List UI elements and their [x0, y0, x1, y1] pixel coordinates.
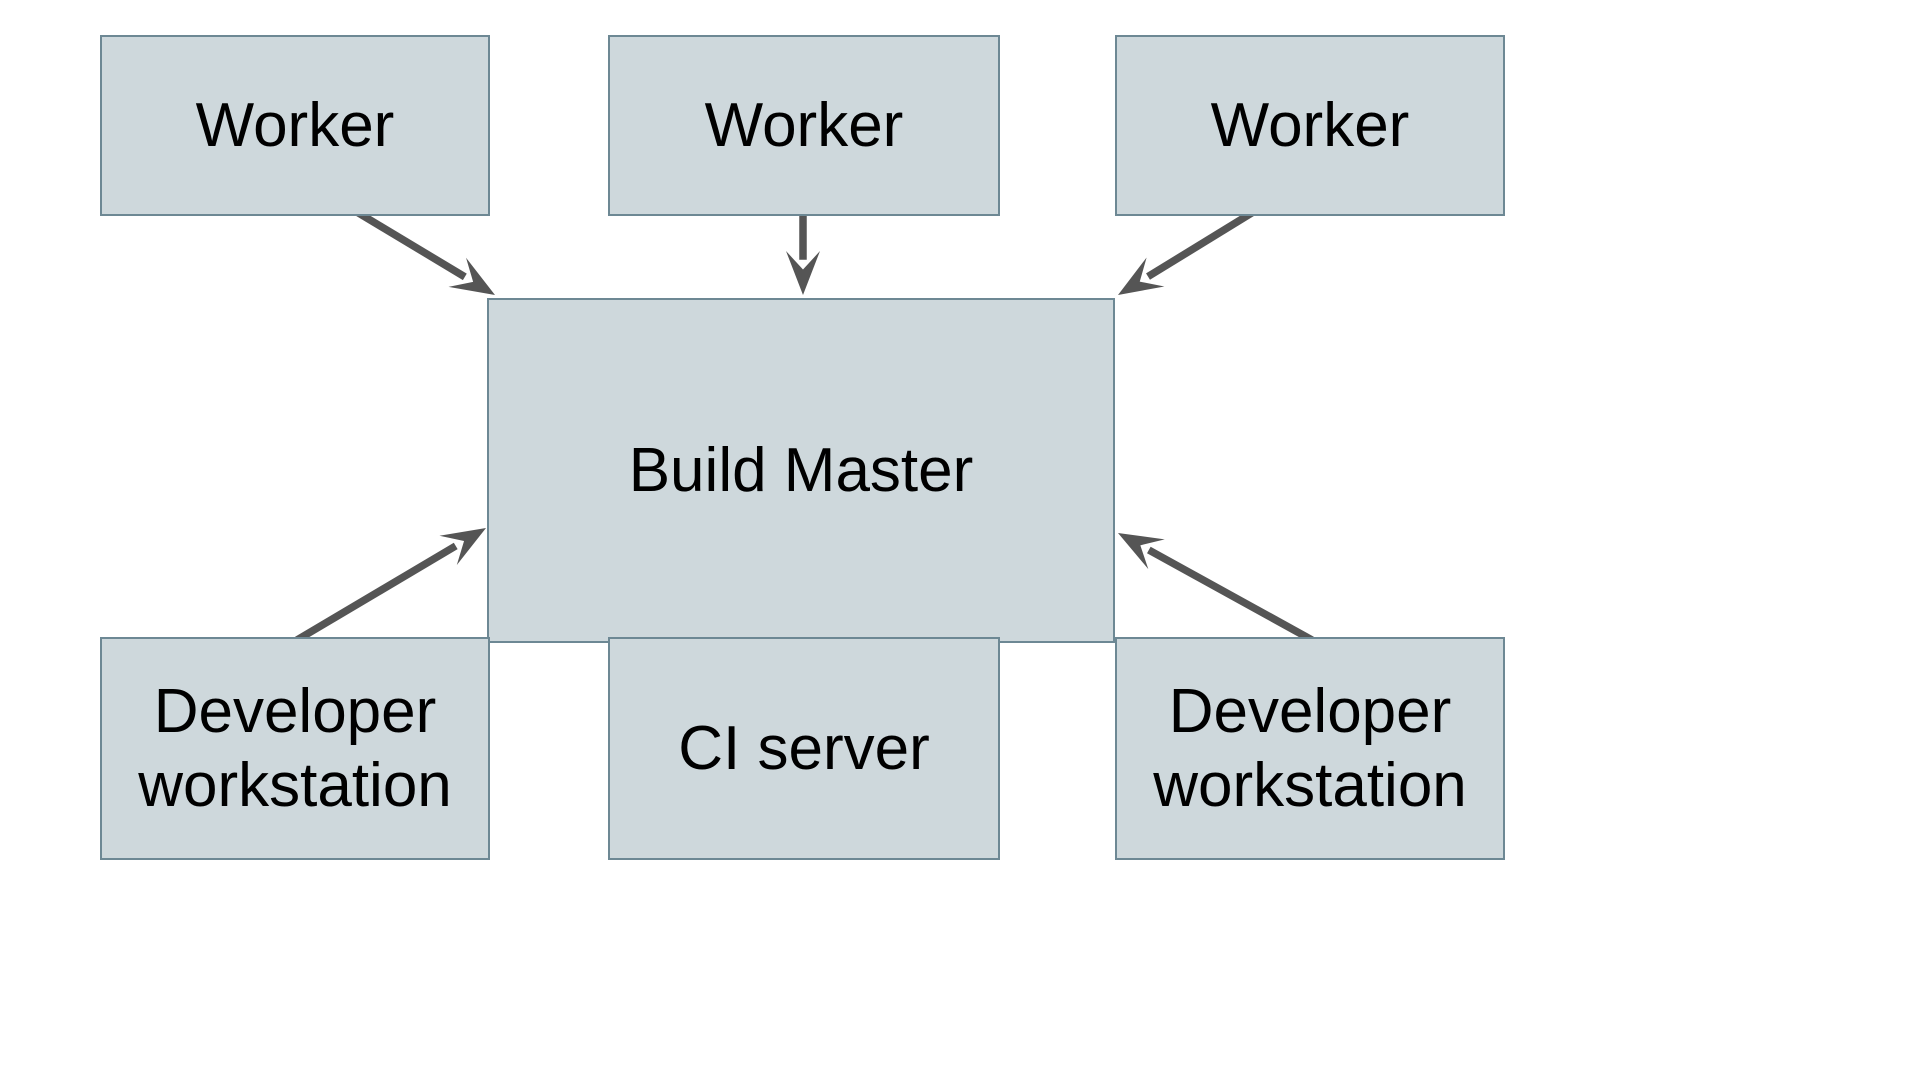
node-worker-2[interactable]: Worker — [608, 35, 1000, 216]
node-dev-ws-right[interactable]: Developer workstation — [1115, 637, 1505, 860]
node-worker-1[interactable]: Worker — [100, 35, 490, 216]
node-label-worker-2: Worker — [704, 90, 904, 160]
edge-arrowhead — [448, 257, 495, 295]
edge-devright-to-master — [1118, 533, 1314, 644]
node-worker-3[interactable]: Worker — [1115, 35, 1505, 216]
edge-arrowhead — [1118, 533, 1165, 570]
node-build-master[interactable]: Build Master — [487, 298, 1115, 643]
node-label-worker-3: Worker — [1210, 90, 1410, 160]
edge-shaft — [295, 542, 458, 644]
node-label-worker-1: Worker — [195, 90, 395, 160]
edge-arrowhead — [439, 528, 486, 566]
edge-shaft — [1147, 546, 1314, 644]
node-label-dev-ws-left: Developer workstation — [138, 677, 452, 820]
node-label-build-master: Build Master — [628, 435, 974, 505]
edge-arrowhead — [1118, 257, 1165, 295]
edge-devleft-to-master — [295, 528, 486, 644]
node-label-ci-server: CI server — [678, 713, 930, 783]
node-ci-server[interactable]: CI server — [608, 637, 1000, 860]
edge-arrowhead — [786, 251, 820, 295]
node-dev-ws-left[interactable]: Developer workstation — [100, 637, 490, 860]
node-label-dev-ws-right: Developer workstation — [1153, 677, 1467, 820]
